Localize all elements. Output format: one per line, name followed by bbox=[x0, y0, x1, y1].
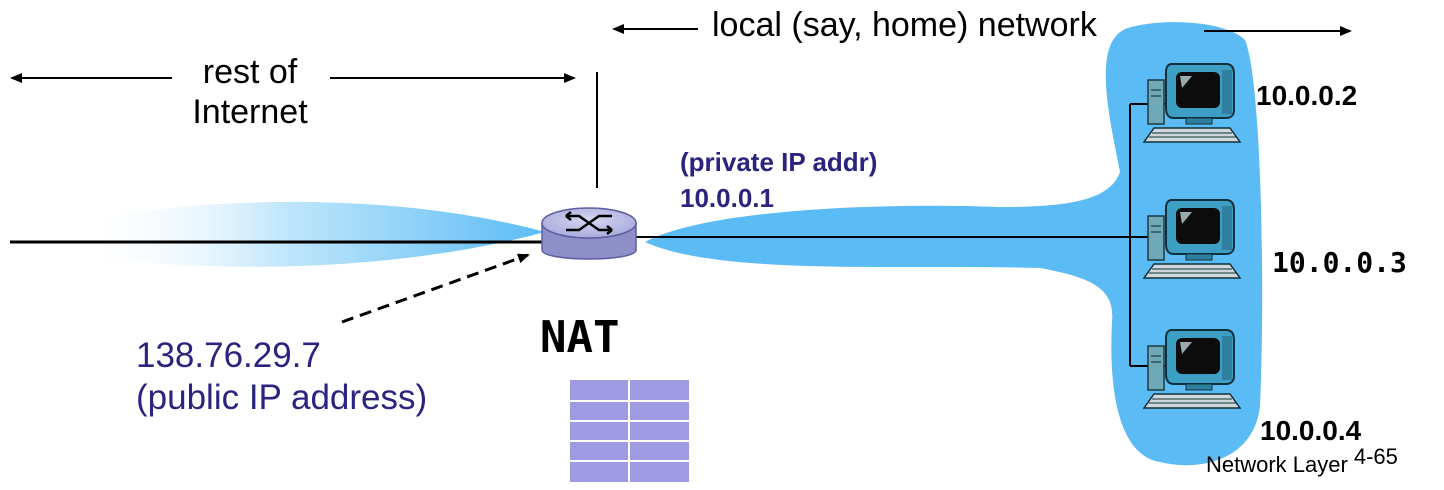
computer-icon bbox=[1142, 329, 1242, 409]
footer-section: Network Layer bbox=[1206, 452, 1348, 477]
nat-table-icon bbox=[570, 380, 689, 482]
public-ip-arrow bbox=[341, 253, 530, 324]
rest-of-internet-line2: Internet bbox=[192, 93, 308, 131]
internet-cloud bbox=[76, 201, 545, 267]
public-ip-value: 138.76.29.7 bbox=[136, 336, 321, 375]
host-ip-1: 10.0.0.2 bbox=[1256, 80, 1358, 111]
nat-label: NAT bbox=[540, 312, 620, 363]
private-ip-block: (private IP addr) 10.0.0.1 bbox=[680, 144, 877, 216]
computer-icon bbox=[1142, 199, 1242, 279]
public-ip-title: (public IP address) bbox=[136, 378, 428, 417]
footer-page-number: 4-65 bbox=[1353, 444, 1398, 469]
rest-of-internet-line1: rest of bbox=[202, 53, 298, 91]
host-ip-3: 10.0.0.4 bbox=[1260, 415, 1362, 446]
private-ip-value: 10.0.0.1 bbox=[680, 183, 774, 213]
router-icon bbox=[541, 207, 637, 260]
public-ip-block: 138.76.29.7 (public IP address) bbox=[136, 335, 427, 419]
private-ip-title: (private IP addr) bbox=[680, 147, 878, 177]
computer-icon bbox=[1142, 63, 1242, 143]
host-ip-2: 10.0.0.3 bbox=[1272, 246, 1407, 279]
local-network-label: local (say, home) network bbox=[712, 6, 1097, 44]
rest-of-internet-label: rest of Internet bbox=[160, 52, 340, 132]
home-network-cloud bbox=[645, 22, 1263, 466]
